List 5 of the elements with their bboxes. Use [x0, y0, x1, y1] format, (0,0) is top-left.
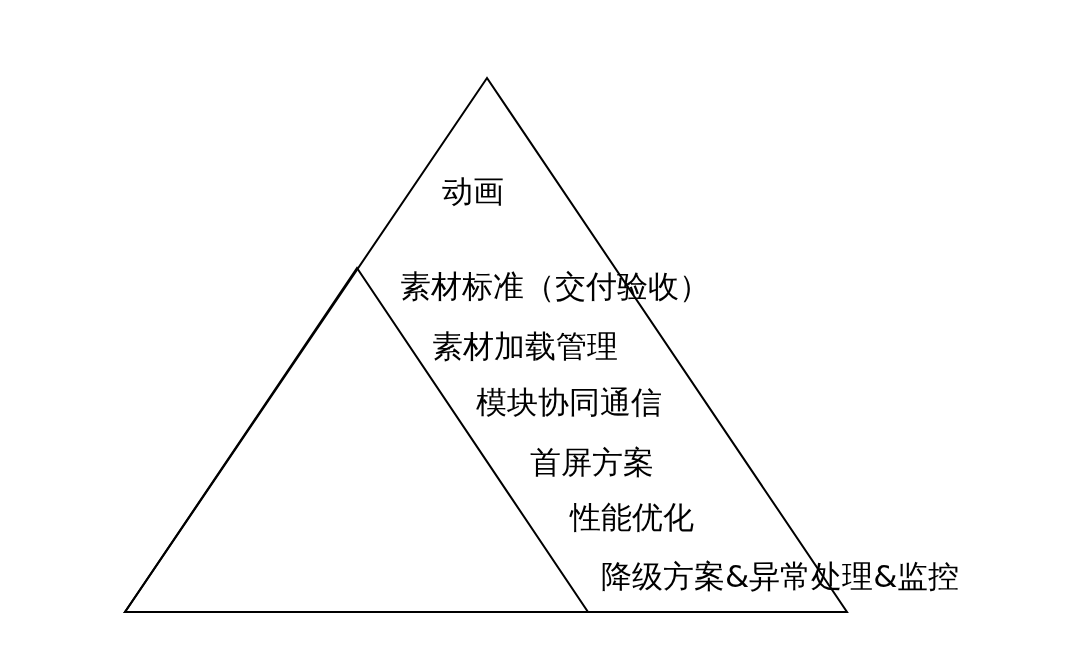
- layer-item-text: 素材加载管理: [432, 331, 618, 362]
- layer-item-text: 首屏方案: [530, 447, 654, 478]
- layer-item-text: 模块协同通信: [476, 387, 662, 418]
- layer-title: 动画: [442, 176, 504, 207]
- layer-item-text: 性能优化: [570, 502, 694, 533]
